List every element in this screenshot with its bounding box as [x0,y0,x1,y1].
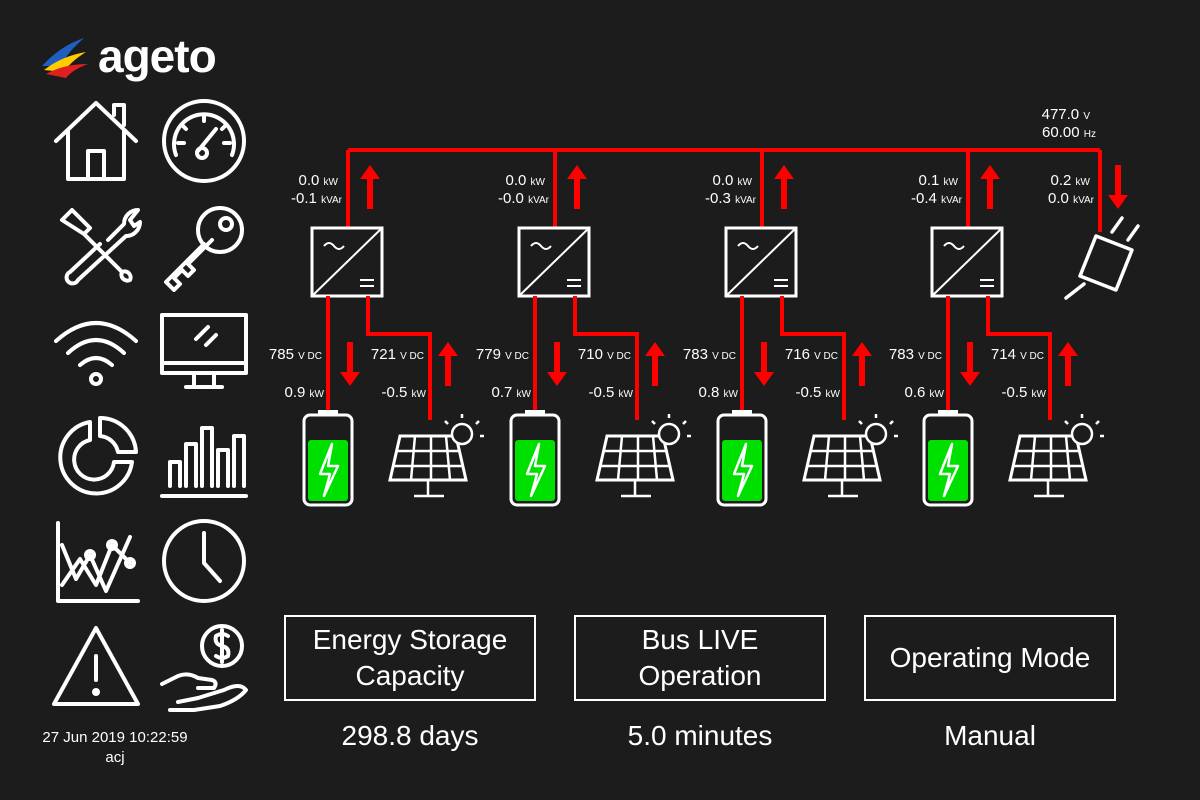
clock-icon[interactable] [158,515,250,607]
inverter-1-ac-arrow [360,165,380,179]
battery-4-arrow [967,342,973,374]
load-plug-icon [1064,216,1140,300]
inverter-2-icon [517,226,591,298]
inverter-4-kw-label: 0.1 kW [918,172,958,189]
tools-icon[interactable] [50,200,142,292]
solar-panel-2-icon [595,434,675,482]
pv-4-line [986,296,1052,420]
money-hand-icon[interactable] [158,620,250,712]
inverter-1-icon [310,226,384,298]
pv-2-kw-label: -0.5 kW [588,384,633,401]
bar-chart-icon[interactable] [158,410,250,502]
datetime-text: 27 Jun 2019 10:22:59 [42,729,188,746]
pv-1-voltage-label: 721 V DC [370,346,424,363]
pv-2-voltage-label: 710 V DC [577,346,631,363]
solar-panel-4-icon [1008,434,1088,482]
mode-title: Operating Mode [889,642,1091,673]
bus-voltage-label: 477.0 V [1041,106,1090,123]
solar-panel-1-icon [388,434,468,482]
mode-value: Manual [944,720,1036,751]
battery-1-arrow [347,342,353,374]
logo-mark-icon [42,38,88,78]
inverter-2-ac-arrow [567,165,587,179]
pv-2-line [573,296,639,420]
battery-3-icon [716,413,768,507]
pv-2-arrow [645,342,665,356]
battery-1-kw-label: 0.9 kW [284,384,324,401]
pv-3-kw-label: -0.5 kW [795,384,840,401]
pv-3-voltage-label: 716 V DC [784,346,838,363]
battery-4-icon [922,413,974,507]
battery-4-kw-label: 0.6 kW [904,384,944,401]
pv-4-voltage-label: 714 V DC [990,346,1044,363]
inverter-2-kvar-label: -0.0 kVAr [498,190,549,207]
pie-chart-icon[interactable] [50,410,142,502]
bus-title-line1: Bus LIVE [641,624,759,655]
battery-2-kw-label: 0.7 kW [491,384,531,401]
battery-1-icon [302,413,354,507]
load-arrow [1115,165,1121,197]
battery-4-voltage-label: 783 V DC [888,346,942,363]
wifi-icon[interactable] [50,305,142,397]
brand-name: ageto [98,30,217,82]
inverter-4-ac-arrow [980,165,1000,179]
battery-3-arrow [761,342,767,374]
bus-value: 5.0 minutes [627,720,773,751]
pv-1-line [366,296,432,420]
battery-3-kw-label: 0.8 kW [698,384,738,401]
operating-mode-button[interactable]: Operating Mode [864,615,1116,701]
pv-1-kw-label: -0.5 kW [381,384,426,401]
status-footer: 27 Jun 2019 10:22:59 acj [40,728,190,768]
pv-4-kw-label: -0.5 kW [1001,384,1046,401]
battery-2-arrow [554,342,560,374]
line-chart-icon[interactable] [50,515,142,607]
pv-3-arrow [852,342,872,356]
warning-icon[interactable] [50,620,142,712]
inverter-1-kw-label: 0.0 kW [298,172,338,189]
inverter-3-ac-arrow [774,165,794,179]
battery-2-icon [509,413,561,507]
home-icon[interactable] [50,95,142,187]
bus-title-line2: Operation [638,660,762,691]
pv-3-line [780,296,846,420]
ageto-logo: ageto [40,28,250,84]
bus-frequency-label: 60.00 Hz [1042,124,1096,141]
pv-4-arrow [1058,342,1078,356]
inverter-1-kvar-label: -0.1 kVAr [291,190,342,207]
storage-title-line1: Energy Storage [312,624,508,655]
user-text: acj [105,749,125,766]
inverter-4-kvar-label: -0.4 kVAr [911,190,962,207]
storage-title-line2: Capacity [355,660,465,691]
inverter-4-icon [930,226,1004,298]
inverter-3-icon [724,226,798,298]
inverter-3-kw-label: 0.0 kW [712,172,752,189]
gauge-icon[interactable] [158,95,250,187]
key-icon[interactable] [158,200,250,292]
battery-3-voltage-label: 783 V DC [682,346,736,363]
inverter-3-kvar-label: -0.3 kVAr [705,190,756,207]
inverter-2-kw-label: 0.0 kW [505,172,545,189]
pv-1-arrow [438,342,458,356]
solar-panel-3-icon [802,434,882,482]
load-kw-label: 0.2 kW [1050,172,1090,189]
monitor-icon[interactable] [158,305,250,397]
battery-2-voltage-label: 779 V DC [475,346,529,363]
battery-1-voltage-label: 785 V DC [268,346,322,363]
storage-value: 298.8 days [341,720,479,751]
bus-live-operation-button[interactable]: Bus LIVE Operation [574,615,826,701]
load-kvar-label: 0.0 kVAr [1048,190,1094,207]
